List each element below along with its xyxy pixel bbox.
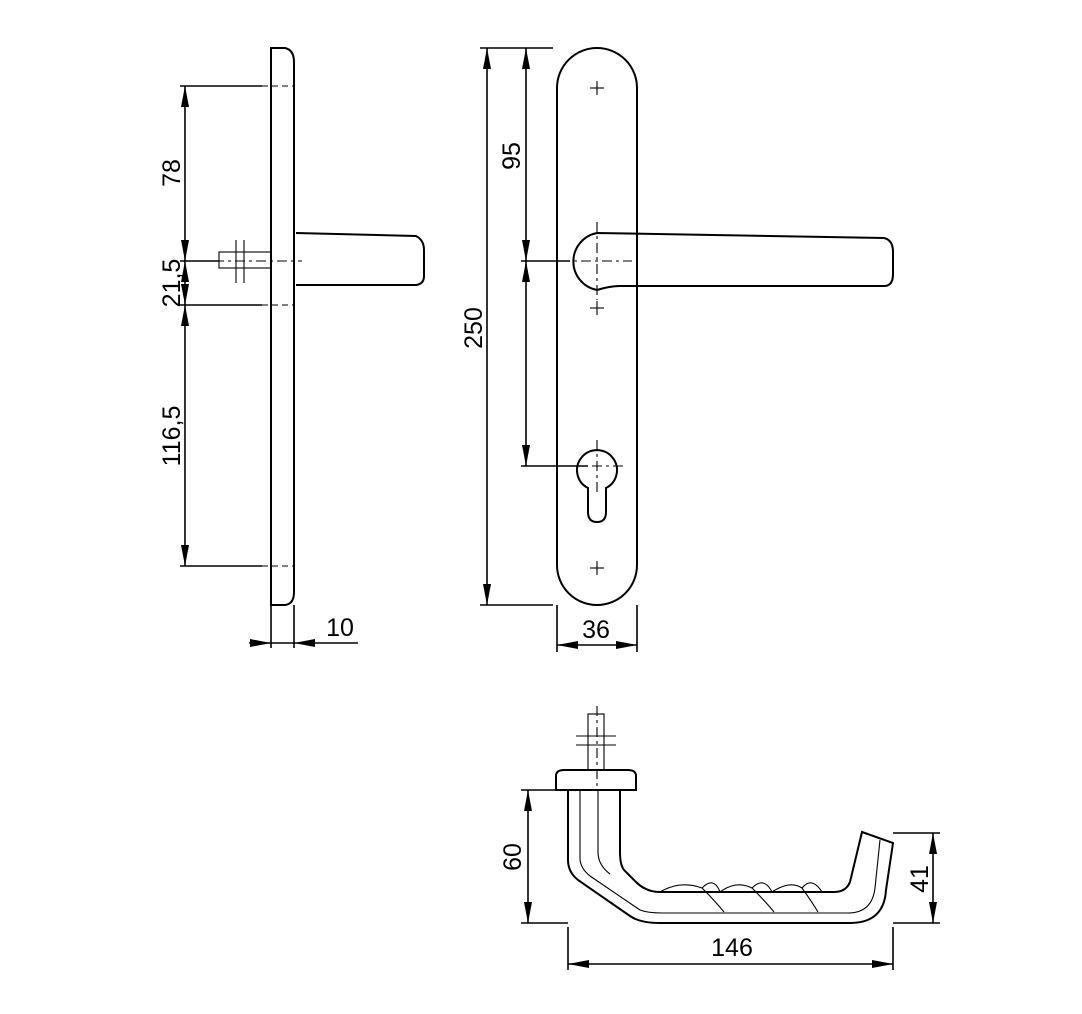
side-backplate [270,47,295,606]
front-backplate [556,47,638,606]
dim-250: 250 [460,307,488,349]
top-lever-outer [567,790,895,924]
top-spindle [587,713,605,771]
dim-10: 10 [326,614,354,642]
top-view: 60 41 146 [499,706,940,970]
dim-116-5: 116,5 [158,406,186,467]
front-view: 250 95 36 [460,47,894,652]
dim-146: 146 [711,934,753,962]
screw-hole-middle [590,301,604,315]
dim-21-5: 21,5 [158,259,186,308]
dim-36: 36 [582,616,610,644]
dim-41: 41 [906,865,934,893]
dim-95: 95 [498,142,526,170]
dim-60: 60 [499,843,527,871]
side-lever [295,232,425,286]
side-view: 78 21,5 116,5 10 [158,47,425,648]
top-rose [555,769,637,791]
grip-grooves [659,882,823,893]
screw-hole-bottom [590,561,604,575]
screw-hole-top [590,81,604,95]
dim-78: 78 [158,159,186,187]
front-lever [572,231,894,292]
cylinder-keyhole [576,449,618,524]
side-spindle [218,251,272,269]
